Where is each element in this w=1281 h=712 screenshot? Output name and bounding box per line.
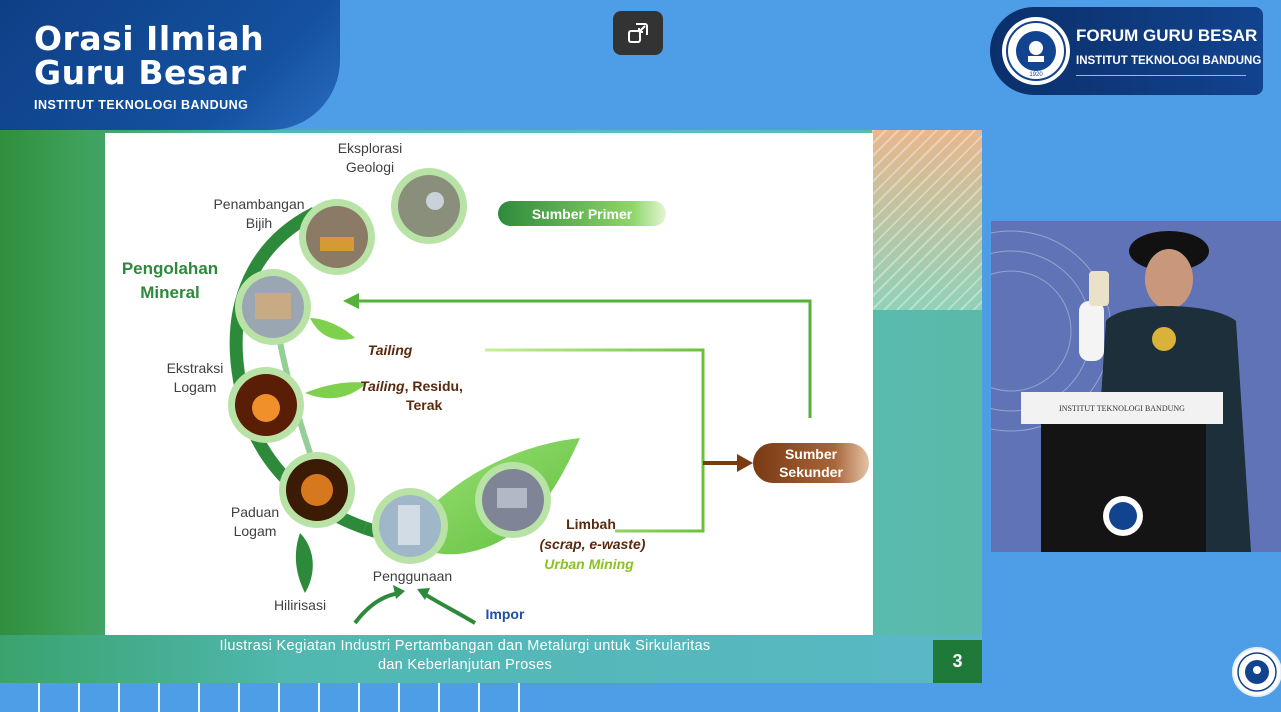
photo-mineral-processing — [235, 269, 311, 345]
slide-page-number: 3 — [933, 640, 982, 683]
photo-mining — [299, 199, 375, 275]
label-paduan: Paduan Logam — [230, 504, 280, 539]
svg-text:1920: 1920 — [1029, 72, 1043, 78]
photo-usage — [372, 488, 448, 564]
slide-caption-band — [0, 635, 982, 683]
label-impor: Impor — [485, 606, 525, 622]
photo-waste — [475, 462, 551, 538]
itb-seal-logo: 1920 — [1002, 17, 1070, 85]
sumber-primer-label: Sumber Primer — [498, 201, 666, 226]
label-hilirisasi: Hilirisasi — [273, 597, 327, 613]
exit-fullscreen-button[interactable] — [613, 11, 663, 55]
forum-title: FORUM GURU BESAR — [1076, 26, 1258, 45]
speaker-video: INSTITUT TEKNOLOGI BANDUNG — [991, 221, 1281, 552]
label-penambangan: Penambangan Bijih — [213, 196, 305, 231]
event-title-badge: Orasi Ilmiah Guru Besar INSTITUT TEKNOLO… — [0, 0, 340, 130]
speaker-video-frame: INSTITUT TEKNOLOGI BANDUNG — [991, 221, 1281, 552]
podium-text: INSTITUT TEKNOLOGI BANDUNG — [1059, 404, 1185, 413]
circular-economy-diagram — [228, 168, 812, 625]
forum-guru-besar-badge: 1920 FORUM GURU BESAR INSTITUT TEKNOLOGI… — [990, 7, 1263, 95]
photo-exploration — [391, 168, 467, 244]
slide-content: Sumber Primer Sumber Sekunder Eksplorasi… — [105, 133, 873, 635]
label-tailing-residu: Tailing, Residu, Terak — [360, 378, 463, 413]
leaf-icon — [295, 533, 313, 593]
itb-seal-logo-corner — [1232, 647, 1281, 697]
forum-divider — [1076, 75, 1246, 76]
exit-fullscreen-icon — [628, 23, 648, 43]
label-limbah-detail: (scrap, e-waste) — [539, 536, 646, 552]
label-ekstraksi: Ekstraksi Logam — [166, 360, 224, 395]
presentation-slide-area: Sumber Primer Sumber Sekunder Eksplorasi… — [0, 130, 982, 683]
event-subtitle: INSTITUT TEKNOLOGI BANDUNG — [34, 98, 249, 112]
slide-caption: Ilustrasi Kegiatan Industri Pertambangan… — [219, 638, 711, 673]
photo-metal-extraction — [228, 367, 304, 443]
label-eksplorasi: Eksplorasi Geologi — [337, 140, 403, 175]
leaf-icon — [310, 318, 355, 340]
label-tailing: Tailing — [367, 342, 413, 358]
sumber-sekunder-label: Sumber Sekunder — [753, 443, 869, 483]
photo-metal-alloy — [279, 452, 355, 528]
event-title-line1: Orasi Ilmiah — [34, 19, 265, 58]
event-title-line2: Guru Besar — [34, 53, 247, 92]
label-urban-mining: Urban Mining — [544, 556, 634, 572]
bottom-strip — [0, 683, 1281, 712]
label-penggunaan: Penggunaan — [372, 568, 453, 584]
decorative-ticks — [0, 683, 520, 712]
leaf-icon — [305, 382, 367, 399]
forum-subtitle: INSTITUT TEKNOLOGI BANDUNG — [1076, 55, 1262, 67]
slide-decoration — [872, 130, 982, 310]
label-pengolahan: Pengolahan Mineral — [121, 259, 219, 302]
label-limbah: Limbah — [566, 516, 616, 532]
